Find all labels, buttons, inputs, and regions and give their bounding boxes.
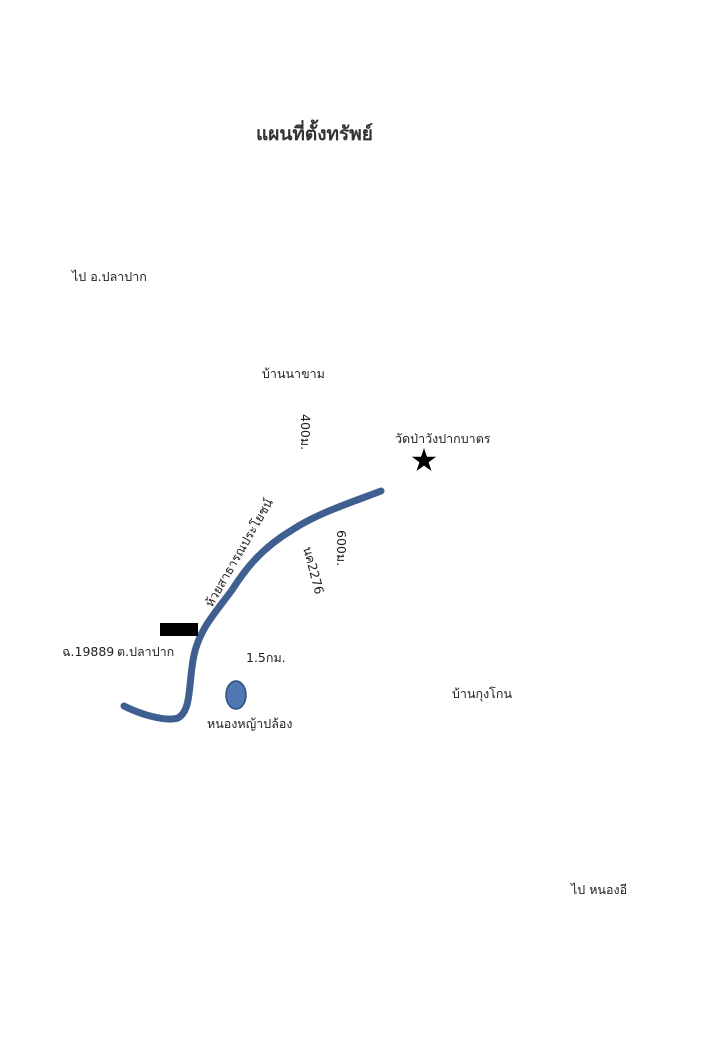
label-to-pla-pak: ไป อ.ปลาปาก [71, 269, 147, 284]
label-subdistrict: ต.ปลาปาก [117, 644, 174, 659]
label-ban-kung-kon: บ้านกุงโกน [452, 686, 512, 702]
pond-shape [225, 680, 247, 710]
kung-kon-street-1 [427, 736, 428, 808]
label-ban-na-kham: บ้านนาขาม [262, 366, 325, 381]
property-marker [160, 623, 198, 636]
village-na-kham-inner-street [222, 380, 258, 442]
star-icon [411, 448, 437, 471]
public-stream [120, 487, 385, 723]
label-dist-400m: 400ม. [298, 414, 313, 450]
village-na-kham-cross-street [221, 403, 254, 420]
village-block-kung-kon [427, 735, 560, 883]
side-road-temple [309, 475, 442, 490]
kung-kon-block-outline [457, 767, 530, 834]
kung-kon-street-2 [428, 784, 457, 795]
label-route-2276: นค2276 [300, 545, 327, 596]
kung-kon-street-5 [530, 735, 531, 834]
label-pond: หนองหญ้าปล้อง [207, 716, 293, 731]
label-dist-600m: 600ม. [334, 530, 349, 566]
label-to-nong-i: ไป หนองอี [570, 882, 627, 897]
main-road [134, 290, 583, 870]
label-dist-1-5km: 1.5กม. [246, 650, 286, 665]
label-deed: ฉ.19889 [62, 644, 114, 659]
kung-kon-street-3 [458, 767, 560, 780]
kung-kon-street-6 [472, 790, 480, 870]
label-wat: วัดป่าวังปากบาตร [395, 431, 491, 446]
map-title: แผนที่ตั้งทรัพย์ [256, 119, 373, 145]
access-road-property [205, 633, 373, 671]
side-road-east [353, 578, 522, 632]
